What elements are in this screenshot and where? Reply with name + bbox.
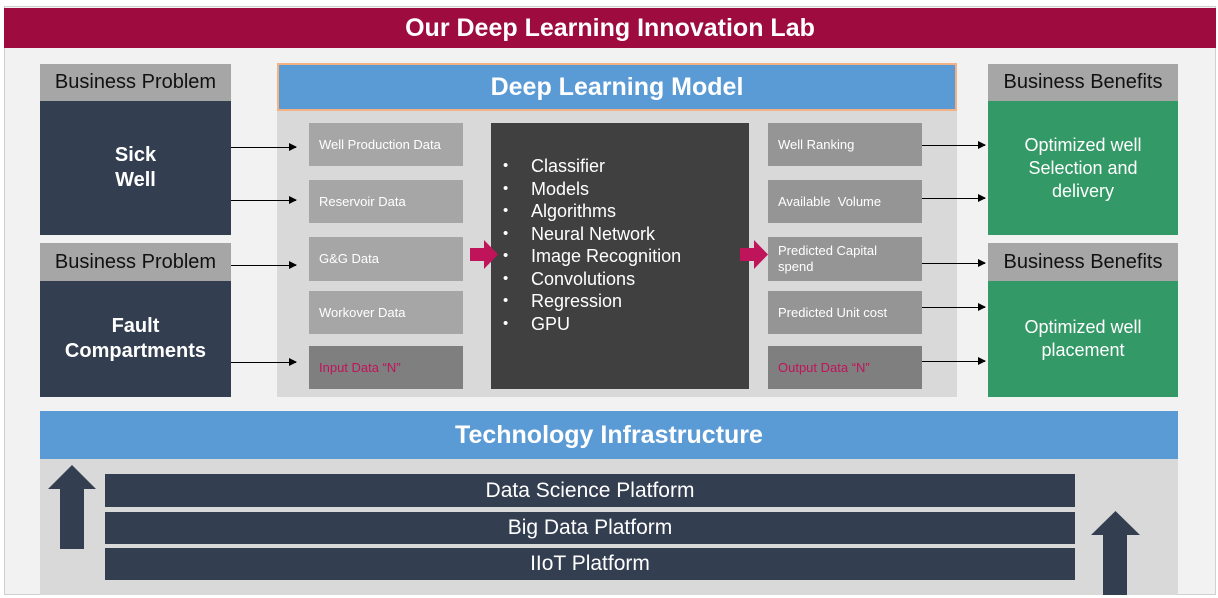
up-arrow-icon bbox=[1091, 511, 1140, 595]
arrow-icon bbox=[922, 357, 986, 365]
model-core: Classifier Models Algorithms Neural Netw… bbox=[491, 123, 749, 389]
arrow-icon bbox=[231, 261, 297, 269]
algorithm-item: Regression bbox=[503, 290, 749, 313]
problem-fault-compartments: Fault Compartments bbox=[40, 281, 231, 397]
problem-header-1: Business Problem bbox=[40, 64, 231, 101]
output-box: Available Volume bbox=[768, 180, 922, 223]
problem-header-2: Business Problem bbox=[40, 243, 231, 281]
page-title: Our Deep Learning Innovation Lab bbox=[4, 8, 1216, 48]
arrow-icon bbox=[922, 194, 986, 202]
up-arrow-icon bbox=[48, 465, 96, 549]
model-item: Models bbox=[503, 178, 749, 201]
algorithm-item: Neural Network bbox=[503, 223, 749, 246]
platform-big-data: Big Data Platform bbox=[105, 512, 1075, 544]
output-box: Well Ranking bbox=[768, 123, 922, 166]
algorithm-item: Convolutions bbox=[503, 268, 749, 291]
benefit-selection: Optimized well Selection and delivery bbox=[988, 101, 1178, 235]
problem-sick-well: Sick Well bbox=[40, 101, 231, 235]
infrastructure-header: Technology Infrastructure bbox=[40, 411, 1178, 459]
arrow-icon bbox=[922, 303, 986, 311]
arrow-icon bbox=[231, 358, 297, 366]
platform-data-science: Data Science Platform bbox=[105, 474, 1075, 507]
model-header: Deep Learning Model bbox=[277, 63, 957, 111]
input-box: Workover Data bbox=[309, 291, 463, 334]
algorithm-item: GPU bbox=[503, 313, 749, 336]
output-box-n: Output Data “N” bbox=[768, 346, 922, 389]
benefit-header-1: Business Benefits bbox=[988, 64, 1178, 101]
flow-arrow-icon bbox=[740, 240, 768, 269]
input-box: Reservoir Data bbox=[309, 180, 463, 223]
model-item: Classifier bbox=[503, 155, 749, 178]
input-box: G&G Data bbox=[309, 237, 463, 281]
input-box-n: Input Data “N” bbox=[309, 346, 463, 389]
benefit-header-2: Business Benefits bbox=[988, 243, 1178, 281]
arrow-icon bbox=[231, 196, 297, 204]
arrow-icon bbox=[922, 141, 986, 149]
model-item: Algorithms bbox=[503, 200, 749, 223]
output-box: Predicted Unit cost bbox=[768, 291, 922, 334]
benefit-placement: Optimized well placement bbox=[988, 281, 1178, 397]
arrow-icon bbox=[922, 259, 986, 267]
output-box: Predicted Capital spend bbox=[768, 237, 922, 281]
platform-iiot: IIoT Platform bbox=[105, 548, 1075, 580]
arrow-icon bbox=[231, 143, 297, 151]
algorithm-item: Image Recognition bbox=[503, 245, 749, 268]
input-box: Well Production Data bbox=[309, 123, 463, 166]
flow-arrow-icon bbox=[470, 240, 498, 269]
